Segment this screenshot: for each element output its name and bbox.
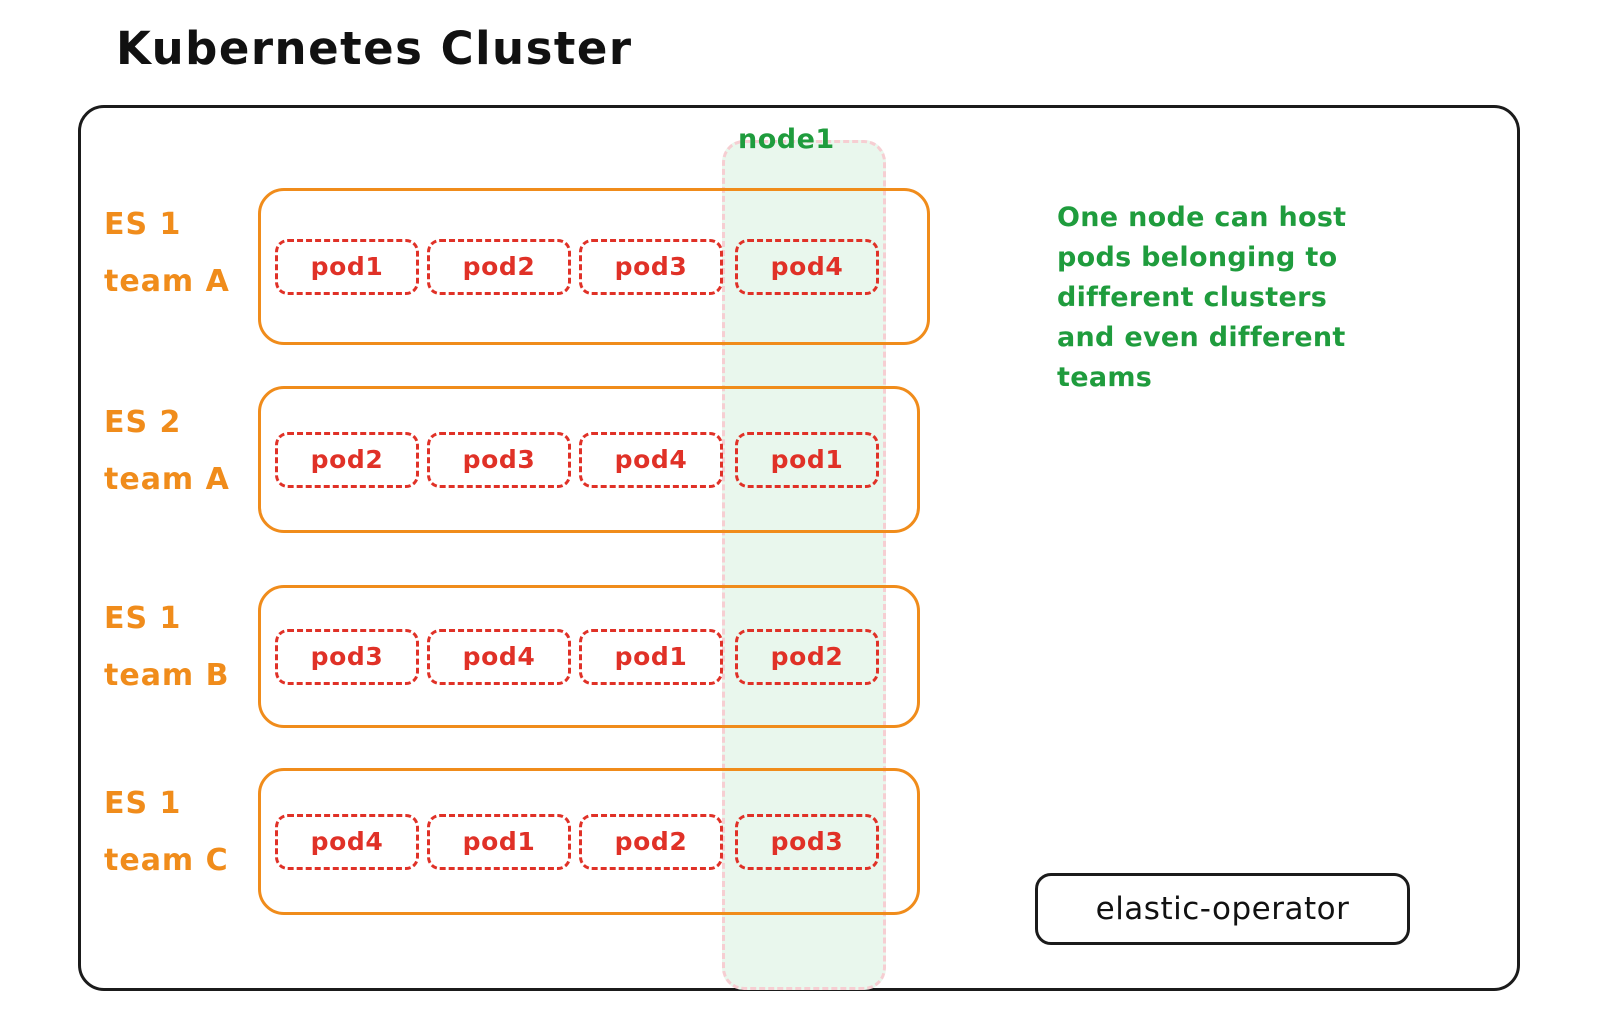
pod-box: pod2 [275,431,419,488]
pod-box: pod1 [275,238,419,295]
es-cluster-team: team A [104,264,230,299]
annotation-line: One node can host [1057,202,1347,233]
es-cluster-name: ES 1 [104,786,182,821]
es-cluster-box [258,386,920,533]
pod-box: pod4 [735,238,879,295]
es-cluster-team: team C [104,843,229,878]
pod-box: pod3 [735,813,879,870]
annotation-note: One node can host pods belonging to differ… [1057,198,1387,398]
node1-label: node1 [738,124,835,155]
pod-box: pod3 [275,628,419,685]
es-cluster-label: ES 1 team C [104,775,229,889]
pod-box: pod2 [735,628,879,685]
node1-highlight-column [722,140,886,990]
pod-box: pod4 [427,628,571,685]
es-cluster-team: team A [104,462,230,497]
es-cluster-team: team B [104,658,230,693]
es-cluster-label: ES 2 team A [104,394,230,508]
pod-box: pod2 [427,238,571,295]
pod-box: pod1 [427,813,571,870]
annotation-line: and even different [1057,322,1346,353]
pod-box: pod4 [579,431,723,488]
pod-box: pod4 [275,813,419,870]
pod-box: pod2 [579,813,723,870]
es-cluster-box [258,768,920,915]
es-cluster-box [258,188,930,345]
es-cluster-box [258,585,920,728]
pod-box: pod3 [427,431,571,488]
annotation-line: different clusters [1057,282,1328,313]
pod-box: pod1 [735,431,879,488]
es-cluster-label: ES 1 team A [104,196,230,310]
annotation-line: teams [1057,362,1153,393]
annotation-line: pods belonging to [1057,242,1338,273]
es-cluster-name: ES 1 [104,601,182,636]
es-cluster-label: ES 1 team B [104,590,230,704]
pod-box: pod3 [579,238,723,295]
page-title: Kubernetes Cluster [116,22,633,75]
es-cluster-name: ES 1 [104,207,182,242]
pod-box: pod1 [579,628,723,685]
elastic-operator-box: elastic-operator [1035,873,1410,945]
es-cluster-name: ES 2 [104,405,182,440]
